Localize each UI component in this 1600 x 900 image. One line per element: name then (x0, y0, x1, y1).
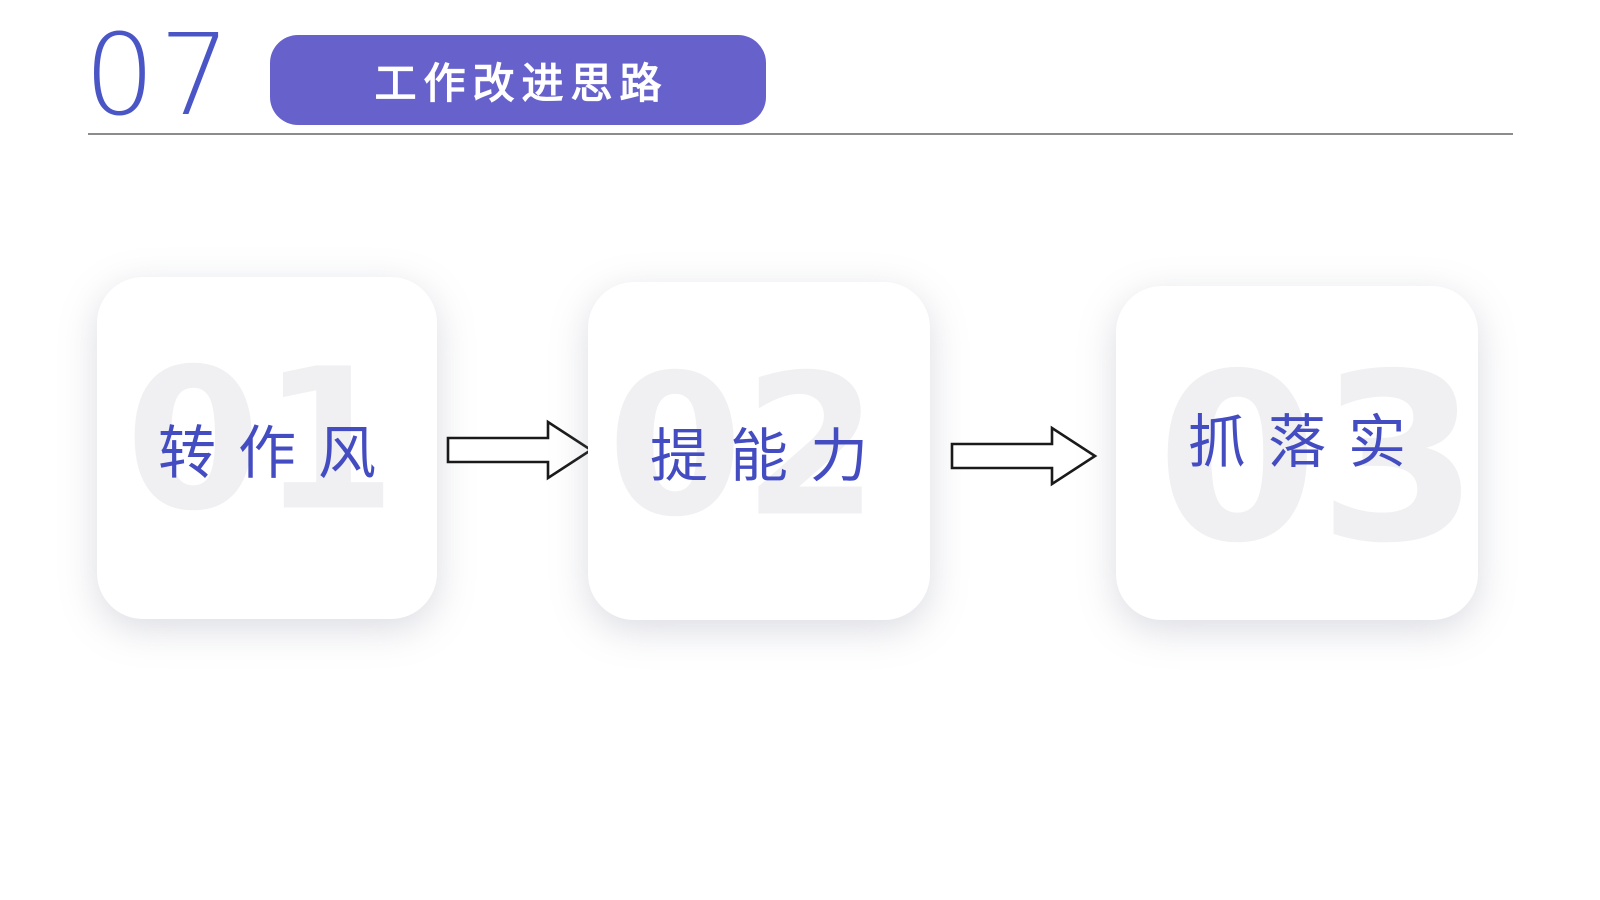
step-label: 抓落实 (1187, 408, 1428, 476)
flow-step-card-3: 03 抓落实 (1116, 286, 1478, 620)
section-title: 工作改进思路 (374, 58, 669, 108)
flow-step-card-1: 01 转作风 (97, 277, 437, 619)
right-block-arrow-icon (950, 425, 1098, 487)
step-label: 转作风 (157, 419, 398, 487)
step-label: 提能力 (649, 422, 890, 490)
right-block-arrow-icon (446, 419, 594, 481)
header-divider-line (88, 133, 1513, 135)
step-ghost-number: 01 (125, 326, 397, 554)
section-title-badge: 工作改进思路 (270, 35, 766, 125)
step-ghost-number: 02 (607, 332, 879, 560)
flow-step-card-2: 02 提能力 (588, 282, 930, 620)
section-number: 07 (84, 11, 235, 141)
step-ghost-number: 03 (1156, 324, 1478, 594)
